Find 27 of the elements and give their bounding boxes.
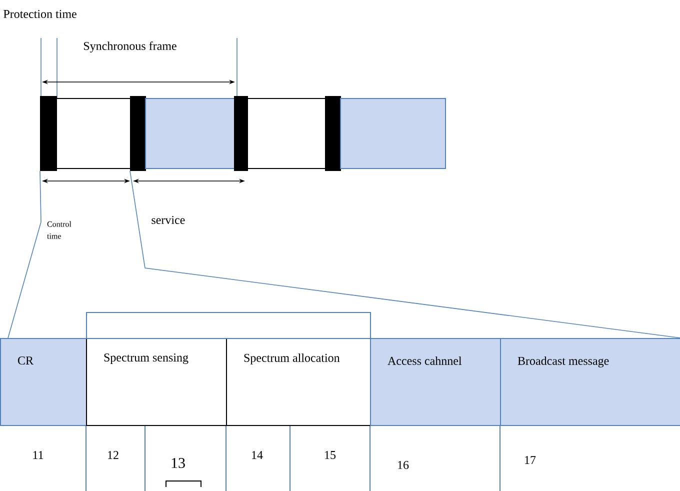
frame-slot bbox=[340, 98, 446, 169]
cell-number: 17 bbox=[525, 456, 536, 464]
bracket-box bbox=[86, 312, 371, 339]
header-cell: CR bbox=[0, 338, 87, 426]
time-label: Control time bbox=[47, 221, 72, 239]
frame-slot bbox=[56, 98, 131, 169]
guard-bar bbox=[234, 96, 248, 171]
node-label: Broadcast message bbox=[518, 356, 609, 368]
header-cell: Broadcast message bbox=[500, 338, 680, 426]
cell-number: 15 bbox=[325, 450, 336, 459]
cell-number: 12 bbox=[108, 451, 118, 459]
frame-slot bbox=[145, 98, 235, 169]
header-cell: Spectrum allocation bbox=[226, 335, 371, 426]
zoom-line bbox=[8, 170, 42, 338]
cell-number: 14 bbox=[252, 451, 263, 459]
cell-number: 16 bbox=[398, 460, 409, 470]
guard-bar bbox=[325, 96, 341, 171]
time-label: service bbox=[152, 216, 185, 224]
cell-number: 13 bbox=[172, 458, 185, 468]
header-cell: Spectrum sensing bbox=[86, 335, 227, 426]
guard-bar bbox=[130, 96, 146, 171]
header-cell: Access cahnnel bbox=[370, 338, 501, 426]
frame-slot bbox=[247, 98, 326, 169]
guard-bar bbox=[40, 96, 57, 171]
time-label: Protection time bbox=[4, 10, 76, 18]
time-label: Synchronous frame bbox=[84, 41, 176, 53]
cell-number: 11 bbox=[33, 451, 44, 459]
